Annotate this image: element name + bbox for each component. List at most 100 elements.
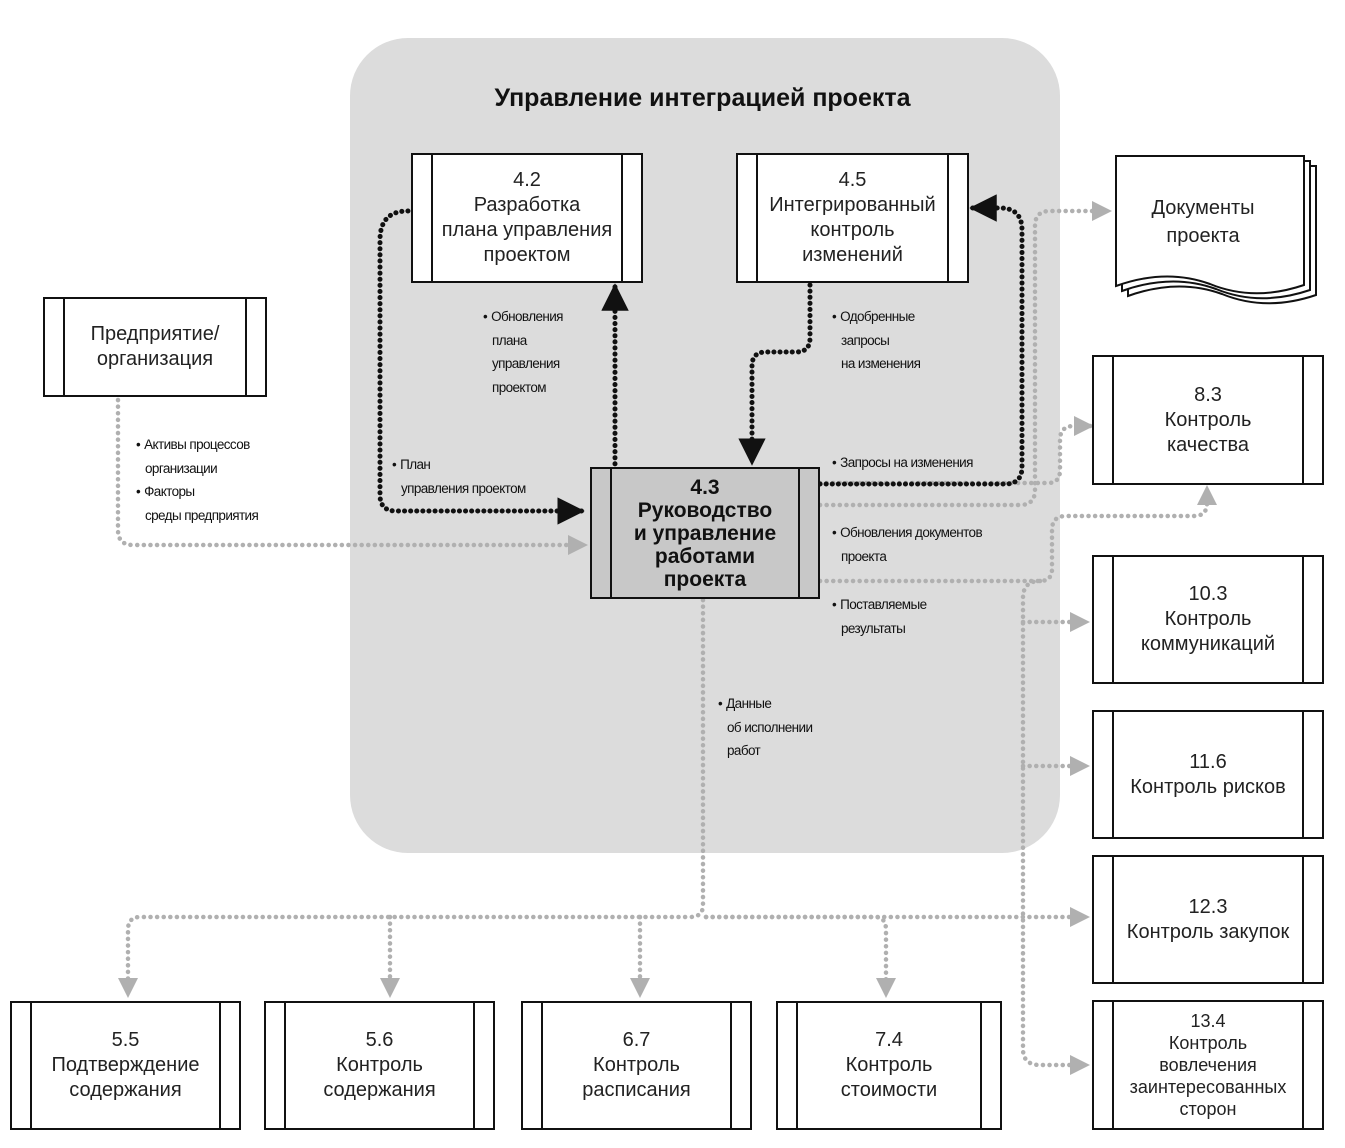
process-5-6-line: содержания bbox=[323, 1079, 436, 1101]
process-12-3-line: Контроль закупок bbox=[1126, 920, 1290, 943]
label-line: Запросы на изменения bbox=[832, 451, 973, 475]
documents-label: Документы проекта bbox=[1116, 194, 1290, 250]
process-7-4: 7.4 Контроль стоимости bbox=[776, 1001, 1002, 1130]
label-plan: План управления проектом bbox=[392, 453, 526, 500]
process-6-7-number: 6.7 bbox=[622, 1029, 651, 1051]
process-4-2-line: проектом bbox=[483, 244, 571, 266]
flow-42-to-43 bbox=[377, 208, 585, 525]
label-line: работ bbox=[727, 743, 761, 758]
process-12-3-number: 12.3 bbox=[1188, 895, 1228, 918]
process-4-3: 4.3 Руководство и управление работами пр… bbox=[590, 467, 820, 599]
process-10-3: 10.3 Контроль коммуникаций bbox=[1092, 555, 1324, 684]
group-title: Управление интеграцией проекта bbox=[494, 84, 911, 112]
label-line: Активы процессов bbox=[136, 433, 258, 457]
label-approved-changes: Одобренные запросы на изменения bbox=[832, 305, 921, 376]
process-10-3-number: 10.3 bbox=[1188, 583, 1228, 605]
flow-43-to-45 bbox=[817, 194, 1025, 487]
process-4-5-line: контроль bbox=[810, 219, 895, 241]
process-4-3-number: 4.3 bbox=[690, 475, 720, 499]
process-4-2-line: Разработка bbox=[473, 194, 581, 216]
process-5-5-line: содержания bbox=[69, 1079, 182, 1101]
process-5-5-number: 5.5 bbox=[111, 1029, 140, 1051]
label-plan-updates: Обновления плана управления проектом bbox=[483, 305, 563, 399]
process-8-3-line: Контроль bbox=[1164, 408, 1252, 431]
process-8-3-number: 8.3 bbox=[1194, 383, 1222, 406]
process-6-7-line: расписания bbox=[582, 1079, 691, 1101]
process-4-3-line: Руководство bbox=[637, 498, 773, 522]
process-4-5-line: изменений bbox=[802, 244, 903, 266]
process-5-6: 5.6 Контроль содержания bbox=[264, 1001, 495, 1130]
flow-43-deliverables-bus bbox=[817, 484, 1218, 584]
process-12-3: 12.3 Контроль закупок bbox=[1092, 855, 1324, 984]
process-13-4: 13.4 Контроль вовлечения заинтересованны… bbox=[1092, 1000, 1324, 1130]
process-4-3-line: и управление bbox=[633, 521, 777, 545]
process-4-5-number: 4.5 bbox=[838, 169, 867, 191]
label-line: Факторы bbox=[136, 480, 258, 504]
label-deliverables: Поставляемые результаты bbox=[832, 593, 927, 640]
process-11-6-line: Контроль рисков bbox=[1130, 775, 1286, 798]
label-line: проекта bbox=[841, 548, 887, 564]
process-4-3-line: проекта bbox=[663, 567, 747, 591]
process-7-4-line: стоимости bbox=[840, 1079, 938, 1101]
process-7-4-number: 7.4 bbox=[875, 1029, 903, 1051]
label-doc-updates: Обновления документов проекта bbox=[832, 521, 983, 568]
process-6-7-line: Контроль bbox=[593, 1054, 680, 1076]
label-line: управления bbox=[492, 356, 560, 371]
label-line: об исполнении bbox=[727, 719, 813, 735]
label-line: Одобренные bbox=[832, 305, 920, 329]
external-enterprise: Предприятие/ организация bbox=[43, 297, 267, 397]
label-line: результаты bbox=[841, 620, 906, 636]
label-work-data: Данные об исполнении работ bbox=[718, 692, 813, 763]
flow-43-to-83 bbox=[817, 415, 1095, 486]
process-4-5: 4.5 Интегрированный контроль изменений bbox=[736, 153, 969, 283]
process-13-4-line: сторон bbox=[1179, 1099, 1237, 1119]
flow-work-data-trunk bbox=[117, 597, 706, 999]
flow-45-to-43 bbox=[738, 282, 813, 466]
process-4-5-line: Интегрированный bbox=[769, 194, 936, 216]
flow-43-to-documents bbox=[817, 200, 1113, 508]
label-line: проектом bbox=[492, 379, 547, 395]
enterprise-line: Предприятие/ bbox=[90, 323, 220, 345]
process-4-2-number: 4.2 bbox=[513, 169, 541, 191]
process-4-2: 4.2 Разработка плана управления проектом bbox=[411, 153, 643, 283]
label-line: управления проектом bbox=[401, 480, 526, 496]
process-8-3: 8.3 Контроль качества bbox=[1092, 355, 1324, 485]
process-10-3-line: коммуникаций bbox=[1140, 633, 1276, 655]
label-line: на изменения bbox=[841, 356, 921, 371]
label-line: запросы bbox=[841, 332, 890, 348]
documents-line: проекта bbox=[1166, 225, 1240, 247]
process-8-3-line: качества bbox=[1166, 433, 1250, 456]
label-line: Данные bbox=[718, 692, 812, 716]
flow-bus-to-103 bbox=[1020, 578, 1091, 1076]
label-line: Обновления документов bbox=[832, 521, 983, 545]
process-4-3-line: работами bbox=[654, 544, 756, 568]
process-11-6-number: 11.6 bbox=[1189, 750, 1227, 773]
label-line: среды предприятия bbox=[145, 507, 259, 523]
documents-line: Документы bbox=[1151, 197, 1255, 219]
process-5-5-line: Подтверждение bbox=[51, 1054, 200, 1076]
label-change-requests: Запросы на изменения bbox=[832, 451, 973, 475]
process-13-4-line: вовлечения bbox=[1159, 1055, 1257, 1075]
process-13-4-line: заинтересованных bbox=[1129, 1077, 1287, 1097]
label-org-assets: Активы процессов организации Факторы сре… bbox=[136, 433, 259, 527]
process-6-7: 6.7 Контроль расписания bbox=[521, 1001, 752, 1130]
label-line: организации bbox=[145, 460, 218, 476]
process-11-6: 11.6 Контроль рисков bbox=[1092, 710, 1324, 839]
flow-to-74 bbox=[703, 914, 897, 999]
label-line: Поставляемые bbox=[832, 593, 927, 617]
documents-shape bbox=[1115, 155, 1317, 305]
process-4-2-line: плана управления bbox=[441, 219, 613, 241]
process-13-4-line: Контроль bbox=[1168, 1033, 1248, 1053]
process-5-6-number: 5.6 bbox=[365, 1029, 394, 1051]
process-13-4-number: 13.4 bbox=[1190, 1011, 1226, 1031]
process-5-5: 5.5 Подтверждение содержания bbox=[10, 1001, 241, 1130]
process-7-4-line: Контроль bbox=[845, 1054, 933, 1076]
process-5-6-line: Контроль bbox=[336, 1054, 423, 1076]
process-10-3-line: Контроль bbox=[1164, 608, 1252, 630]
label-line: План bbox=[392, 453, 526, 477]
enterprise-line: организация bbox=[96, 348, 214, 370]
label-line: плана bbox=[492, 332, 527, 348]
label-line: Обновления bbox=[483, 305, 563, 329]
